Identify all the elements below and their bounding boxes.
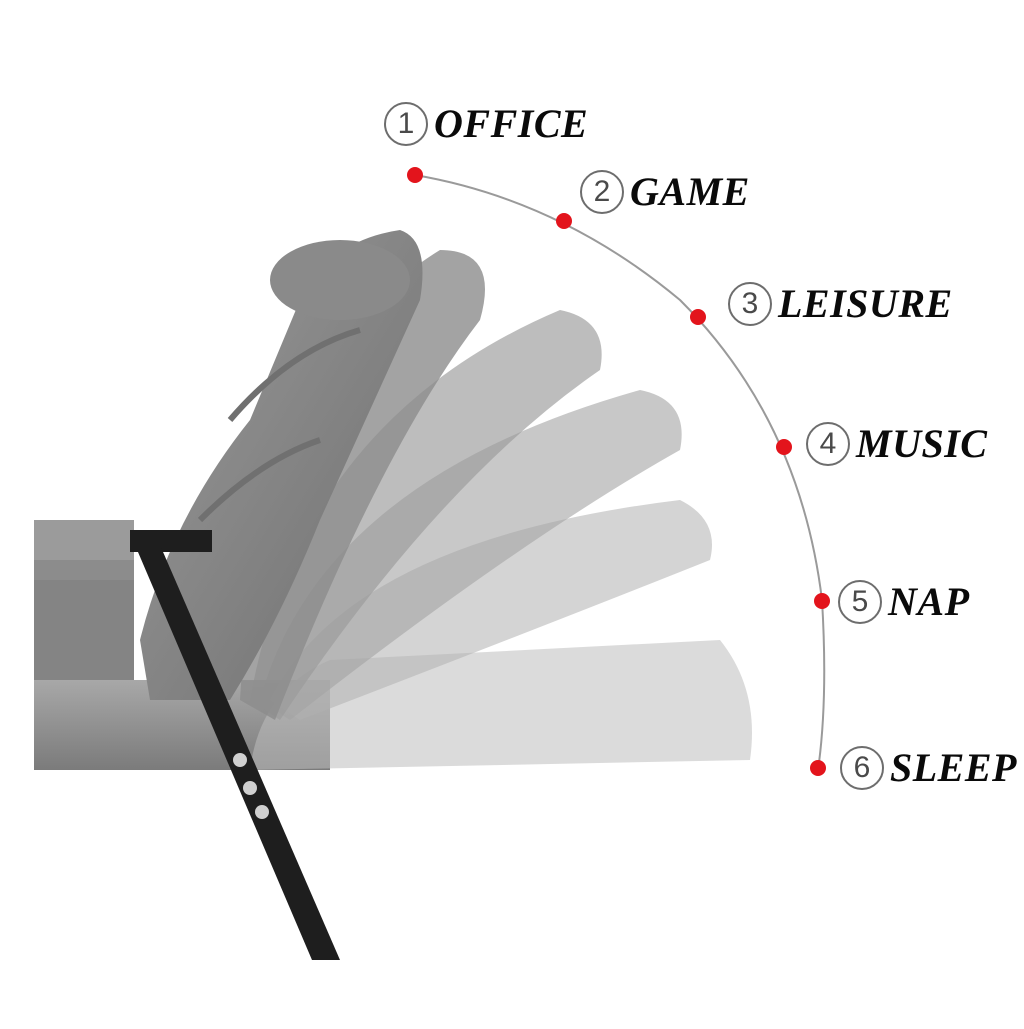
red-dot-icon xyxy=(776,439,792,455)
mode-label-music: 4 MUSIC xyxy=(806,420,987,467)
mode-label-leisure: 3 LEISURE xyxy=(728,280,953,327)
mode-number-badge: 2 xyxy=(580,169,624,214)
mode-label-sleep: 6 SLEEP xyxy=(840,744,1017,791)
mode-label-text: OFFICE xyxy=(434,101,589,146)
red-dot-icon xyxy=(690,309,706,325)
red-dot-icon xyxy=(814,593,830,609)
metal-frame xyxy=(130,530,340,960)
mode-number-badge: 6 xyxy=(840,745,884,790)
mode-number-badge: 3 xyxy=(728,281,772,326)
mode-label-text: GAME xyxy=(630,169,750,214)
mode-label-nap: 5 NAP xyxy=(838,578,970,625)
position-arc xyxy=(414,174,826,771)
mode-number-badge: 4 xyxy=(806,421,850,466)
mode-label-text: MUSIC xyxy=(856,421,988,466)
mode-label-game: 2 GAME xyxy=(580,168,750,215)
red-dot-icon xyxy=(556,213,572,229)
red-dot-icon xyxy=(810,760,826,776)
mode-number-badge: 1 xyxy=(384,101,428,146)
red-dot-icon xyxy=(407,167,423,183)
mode-label-text: SLEEP xyxy=(890,745,1017,790)
recline-position-3 xyxy=(250,310,602,720)
recline-positions xyxy=(240,250,752,770)
recline-position-1 xyxy=(140,230,423,700)
recline-position-4 xyxy=(260,390,682,720)
recline-position-2 xyxy=(240,250,485,720)
mode-label-office: 1 OFFICE xyxy=(384,100,588,147)
mode-label-text: NAP xyxy=(888,579,970,624)
mode-number-badge: 5 xyxy=(838,579,882,624)
mode-label-text: LEISURE xyxy=(778,281,953,326)
recline-position-5 xyxy=(270,500,712,720)
position-dots xyxy=(407,167,830,776)
